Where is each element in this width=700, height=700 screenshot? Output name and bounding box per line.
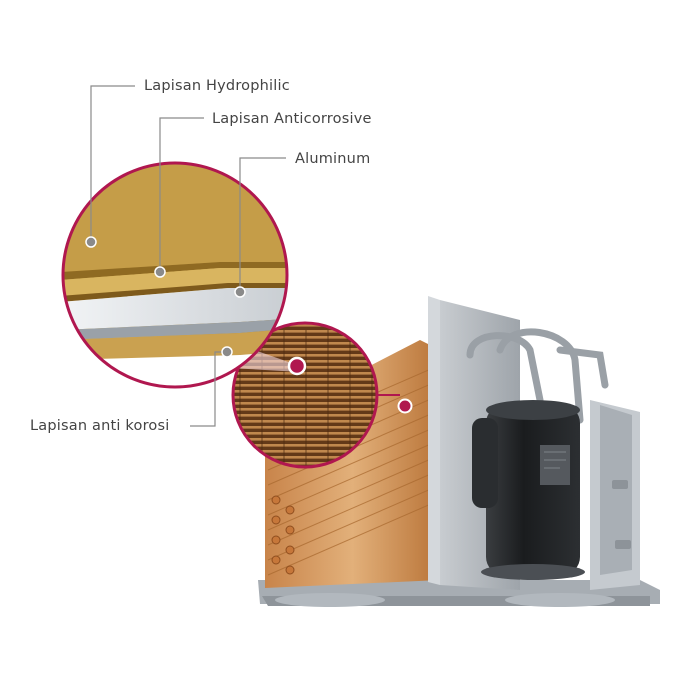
label-aluminum-layer: Aluminum [295, 151, 371, 167]
leader-lines [90, 85, 286, 427]
leader-markers [85, 236, 246, 358]
outdoor-unit [258, 296, 660, 607]
label-anticorrosive-layer: Lapisan Anticorrosive [212, 111, 372, 127]
label-hydrophilic-layer: Lapisan Hydrophilic [144, 78, 290, 94]
layer-magnifier-circle [61, 161, 307, 389]
label-anti-korosi-layer: Lapisan anti korosi [30, 418, 170, 434]
